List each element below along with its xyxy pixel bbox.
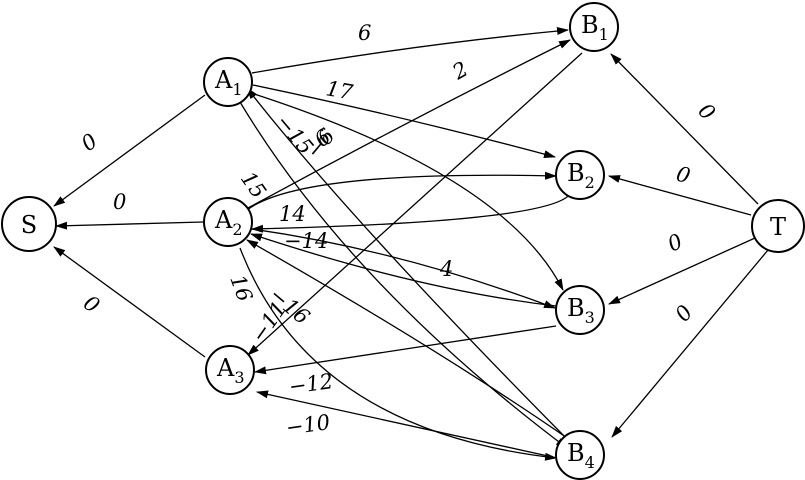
- node-a1: A1: [203, 57, 253, 107]
- node-b1: B1: [569, 2, 619, 52]
- svg-text:B4: B4: [567, 439, 595, 472]
- edge-b3-a2: [250, 233, 557, 307]
- edge-a1-s: [53, 94, 206, 207]
- weight-layer: 0 0 0 0 0 0 0 6 17 6 15 2 14 4 16 −14 −1…: [77, 21, 720, 440]
- edge-a2-b3: [251, 228, 556, 309]
- edge-b4-a2: [246, 239, 571, 441]
- node-t: T: [751, 199, 805, 253]
- weight-a1-b4: 15: [236, 167, 271, 203]
- edge-a2-s: [55, 221, 204, 230]
- weight-a3-s: 0: [79, 291, 104, 318]
- svg-text:B2: B2: [567, 159, 595, 192]
- edge-b1-a3: [247, 52, 583, 356]
- svg-text:S: S: [21, 211, 37, 239]
- edge-t-b4: [611, 249, 769, 438]
- edge-t-b3: [608, 237, 756, 305]
- edge-a2-b2: [246, 171, 557, 211]
- weight-b4-a3: −10: [284, 410, 331, 440]
- weight-t-b4: 0: [670, 301, 697, 327]
- weight-a2-b3: 4: [439, 257, 453, 281]
- edge-b3-a3: [254, 325, 557, 375]
- weight-b3-a3: −12: [287, 369, 334, 399]
- edge-a1-b1: [251, 27, 569, 74]
- weight-a2-b2: 14: [279, 202, 306, 226]
- node-b2: B2: [555, 150, 605, 200]
- edge-b4-a3: [256, 390, 558, 459]
- edge-a2-b4: [239, 247, 557, 461]
- node-s: S: [1, 196, 57, 252]
- node-a2: A2: [203, 197, 253, 247]
- svg-text:A1: A1: [214, 66, 243, 99]
- svg-text:B1: B1: [581, 11, 609, 44]
- weight-t-b1: 0: [693, 99, 719, 125]
- weight-a1-b1: 6: [358, 21, 371, 45]
- edge-t-b2: [608, 175, 752, 216]
- svg-text:A2: A2: [214, 206, 243, 239]
- node-a3: A3: [205, 345, 255, 395]
- edge-a1-b4: [239, 101, 568, 449]
- edge-layer: [53, 27, 769, 461]
- node-b3: B3: [555, 285, 605, 335]
- edge-a1-b2: [252, 84, 556, 159]
- weight-a2-s: 0: [113, 190, 126, 214]
- weight-a2-b1: 2: [448, 57, 472, 85]
- svg-text:A3: A3: [216, 354, 245, 387]
- node-b4: B4: [555, 430, 605, 480]
- weight-t-b3: 0: [664, 229, 686, 256]
- svg-text:B3: B3: [567, 294, 595, 327]
- edge-b2-a2: [251, 193, 571, 233]
- edge-b4-a1: [246, 87, 572, 444]
- weight-t-b2: 0: [674, 162, 693, 189]
- edge-a1-b3: [250, 92, 564, 291]
- weight-b2-a2: −14: [284, 229, 328, 253]
- edge-a3-s: [53, 246, 206, 358]
- edge-a2-b1: [247, 39, 571, 209]
- weight-a1-b2: 17: [324, 76, 355, 104]
- weight-a1-s: 0: [77, 129, 102, 156]
- edge-t-b1: [610, 53, 759, 205]
- svg-text:T: T: [770, 213, 786, 241]
